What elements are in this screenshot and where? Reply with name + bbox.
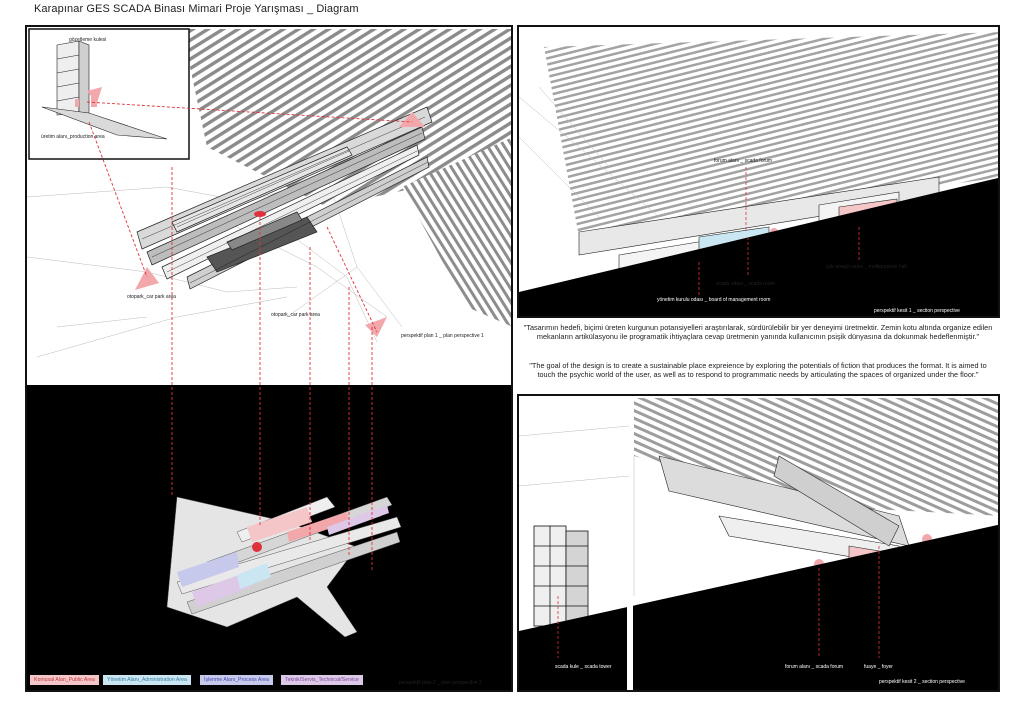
solar-field-section2 — [634, 398, 998, 516]
car-park-label-1: otopark_car park area — [127, 294, 176, 300]
plan1-caption: perspektif plan 1 _ plan perspective 1 — [401, 333, 484, 339]
watch-tower-drawing — [41, 40, 168, 140]
legend-public-area: Komusal Alan_Public Area — [30, 675, 99, 685]
page-title: Karapınar GES SCADA Binası Mimari Proje … — [34, 3, 359, 15]
legend-technical-service: Teknik/Servis_Technical/Service — [281, 675, 363, 685]
section1-terrain — [519, 86, 660, 218]
section2-ground-gap — [627, 596, 633, 690]
building-cluster-plan1 — [136, 106, 433, 290]
section1-multipurpose-label: çok amaçlı salon _ multipurpose hall — [826, 264, 907, 270]
section1-forum-label: forum alanı _ scada forum — [714, 158, 773, 164]
section2-foyer-label: fuaye _ foyer — [864, 664, 893, 670]
car-park-label-2: otopark_car park area — [271, 312, 320, 318]
legend-process-area: İşlenme Alanı_Process Area — [200, 675, 273, 685]
plan2-program-colors — [177, 505, 389, 607]
production-area-label: üretim alanı_production area — [41, 134, 105, 140]
solar-field-right — [402, 137, 511, 327]
section1-caption: perspektif kesit 1 _ section perspective — [874, 308, 960, 314]
section-perspective-2-panel: scada kule _ scada tower forum alanı _ s… — [517, 394, 1000, 692]
watch-tower-label: gözetleme kulesi — [69, 37, 107, 43]
arrow-plan-perspective — [365, 317, 387, 337]
section2-building — [658, 455, 915, 572]
section-perspective-1-panel: forum alanı _ scada forum scada odası _ … — [517, 25, 1000, 318]
section2-ground — [519, 524, 998, 690]
section2-leaders — [557, 546, 880, 658]
inset-highlights — [75, 87, 102, 107]
plan-perspective-panel: gözetleme kulesi üretim alanı_production… — [25, 25, 513, 692]
section2-tower-label: scada kule _ scada tower — [555, 664, 612, 670]
plan2-caption: perspektif plan 2 _ plan perspective 2 — [399, 680, 482, 686]
section1-board-room-label: yönetim kurulu odası _ board of manageme… — [657, 297, 771, 303]
arrow-carpark-left — [135, 267, 159, 290]
section-perspective-1-drawing — [519, 32, 998, 316]
plan-perspective-drawing — [27, 28, 511, 690]
section-perspective-2-drawing — [519, 398, 998, 690]
section1-ground — [519, 177, 998, 316]
solar-field-top — [182, 29, 511, 207]
quote-turkish: "Tasarımın hedefi, biçimi üreten kurgunu… — [523, 323, 993, 341]
plan1-highlight — [254, 211, 266, 217]
section2-terrain — [519, 425, 635, 596]
section2-caption: perspektif kesit 2 _ section perspective — [879, 679, 965, 685]
building-detail-lines — [141, 116, 429, 284]
section1-leaders — [698, 167, 860, 295]
dashed-connectors — [86, 101, 413, 572]
quote-english: "The goal of the design is to create a s… — [529, 361, 987, 379]
section1-scada-room-label: scada odası _ scada room — [716, 281, 775, 287]
section2-forum-label: forum alanı _ scada forum — [785, 664, 844, 670]
arrow-north — [399, 112, 425, 127]
section2-tower — [533, 525, 589, 627]
legend-administration-area: Yönetim Alanı_Administration Area — [103, 675, 191, 685]
